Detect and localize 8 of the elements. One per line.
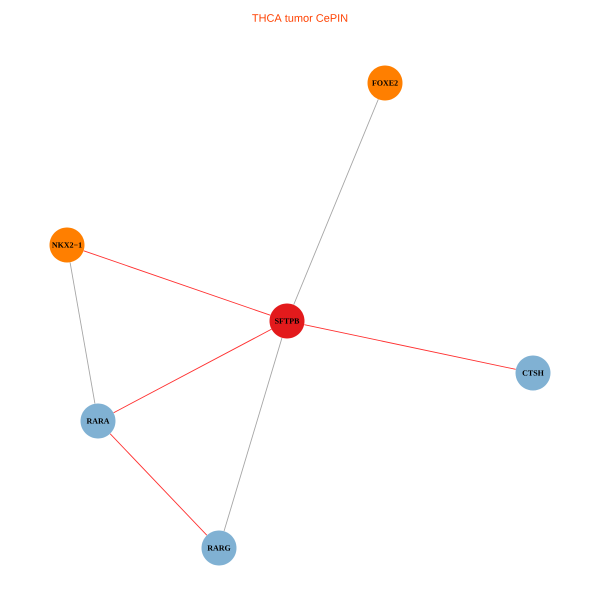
edge-line — [224, 338, 282, 532]
edge-line — [110, 433, 208, 536]
edge-line — [70, 262, 96, 404]
edge-line — [304, 324, 516, 370]
edge-line — [293, 98, 379, 306]
edge-line — [113, 328, 272, 414]
edge-line — [83, 250, 271, 316]
title: THCA tumor CePIN — [252, 14, 348, 22]
